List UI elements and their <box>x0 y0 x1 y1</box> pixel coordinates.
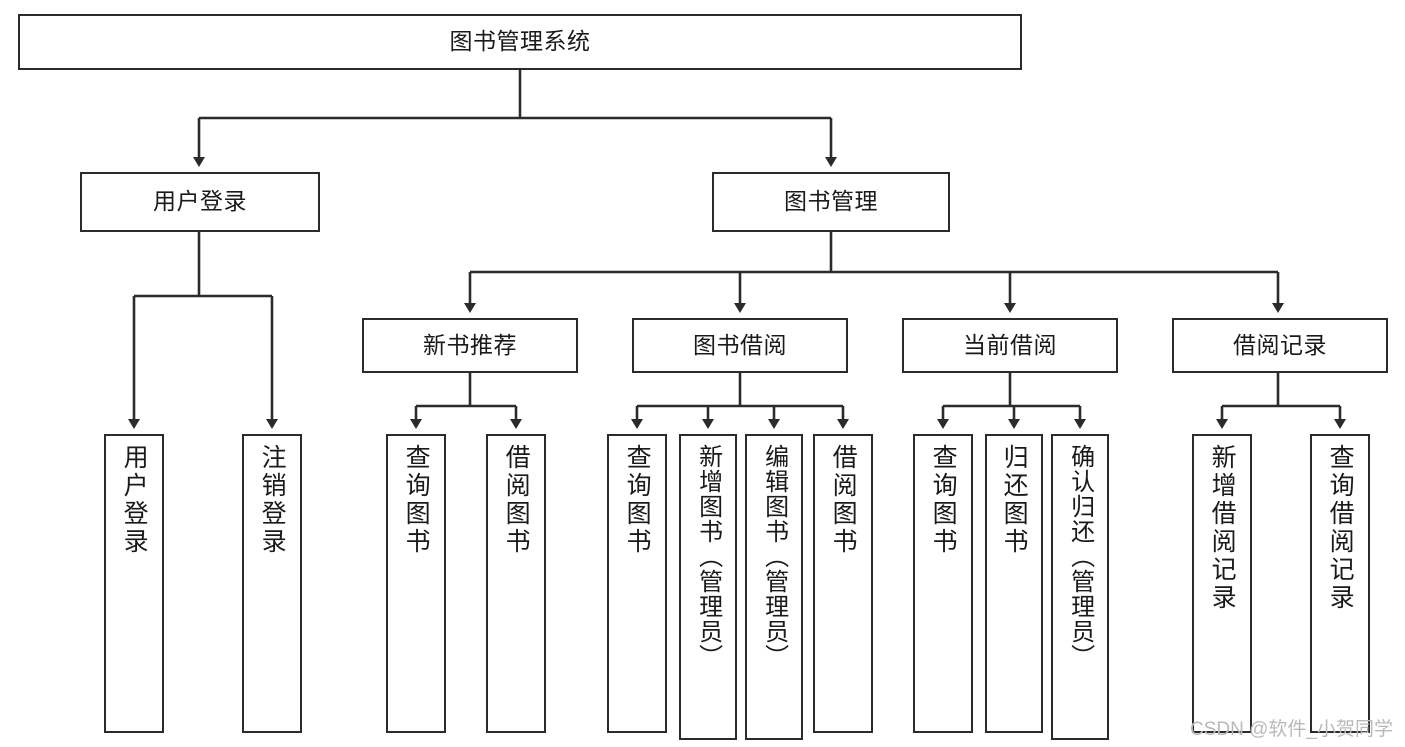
node-leaf-logout[interactable]: 注销登录 <box>242 434 302 733</box>
node-current-borrow[interactable]: 当前借阅 <box>902 318 1118 373</box>
node-leaf-return-book[interactable]: 归还图书 <box>985 434 1043 733</box>
node-leaf-add-book-admin[interactable]: 新增图书（管理员） <box>679 434 737 740</box>
node-label: 当前借阅 <box>963 331 1057 358</box>
node-label: 新增图书（管理员） <box>694 444 722 669</box>
node-label: 图书管理 <box>784 188 878 215</box>
node-label: 查询借阅记录 <box>1326 444 1355 612</box>
node-book-borrow[interactable]: 图书借阅 <box>632 318 848 373</box>
node-label: 图书管理系统 <box>449 28 591 55</box>
edge-group-book-borrow <box>631 373 849 429</box>
node-label: 用户登录 <box>153 188 247 215</box>
csdn-watermark: CSDN @软件_小贺同学 <box>1190 719 1393 740</box>
node-label: 查询图书 <box>929 444 958 556</box>
node-leaf-query-book-recommend[interactable]: 查询图书 <box>386 434 446 733</box>
node-root-system[interactable]: 图书管理系统 <box>18 14 1022 70</box>
edge-group-new-book-recommend <box>410 373 522 429</box>
node-label: 查询图书 <box>623 444 652 556</box>
node-label: 注销登录 <box>258 444 287 556</box>
edge-group-root <box>193 70 837 167</box>
node-leaf-borrow-book-recommend[interactable]: 借阅图书 <box>486 434 546 733</box>
node-leaf-query-book-borrow[interactable]: 查询图书 <box>607 434 667 733</box>
node-label: 借阅图书 <box>829 444 858 556</box>
node-leaf-query-borrow-record[interactable]: 查询借阅记录 <box>1310 434 1370 733</box>
node-leaf-add-borrow-record[interactable]: 新增借阅记录 <box>1192 434 1252 733</box>
node-borrow-record[interactable]: 借阅记录 <box>1172 318 1388 373</box>
edge-group-current-borrow <box>937 373 1086 429</box>
node-leaf-edit-book-admin[interactable]: 编辑图书（管理员） <box>745 434 803 740</box>
node-label: 编辑图书（管理员） <box>760 444 788 669</box>
node-label: 新书推荐 <box>423 331 517 358</box>
node-user-login[interactable]: 用户登录 <box>80 172 320 232</box>
node-book-management[interactable]: 图书管理 <box>712 172 950 232</box>
edge-group-borrow-record <box>1216 373 1346 429</box>
node-label: 查询图书 <box>402 444 431 556</box>
node-new-book-recommend[interactable]: 新书推荐 <box>362 318 578 373</box>
node-leaf-borrow-book-borrow[interactable]: 借阅图书 <box>813 434 873 733</box>
node-label: 借阅图书 <box>502 444 531 556</box>
node-label: 确认归还（管理员） <box>1066 444 1094 669</box>
node-label: 图书借阅 <box>693 331 787 358</box>
node-label: 用户登录 <box>120 444 149 556</box>
node-leaf-user-login[interactable]: 用户登录 <box>104 434 164 733</box>
node-label: 归还图书 <box>1000 444 1029 556</box>
edge-group-user-login <box>128 232 278 429</box>
node-label: 借阅记录 <box>1233 331 1327 358</box>
node-leaf-query-book-current[interactable]: 查询图书 <box>913 434 973 733</box>
edge-group-book-management <box>464 232 1284 313</box>
node-leaf-confirm-return-admin[interactable]: 确认归还（管理员） <box>1051 434 1109 740</box>
node-label: 新增借阅记录 <box>1208 444 1237 612</box>
